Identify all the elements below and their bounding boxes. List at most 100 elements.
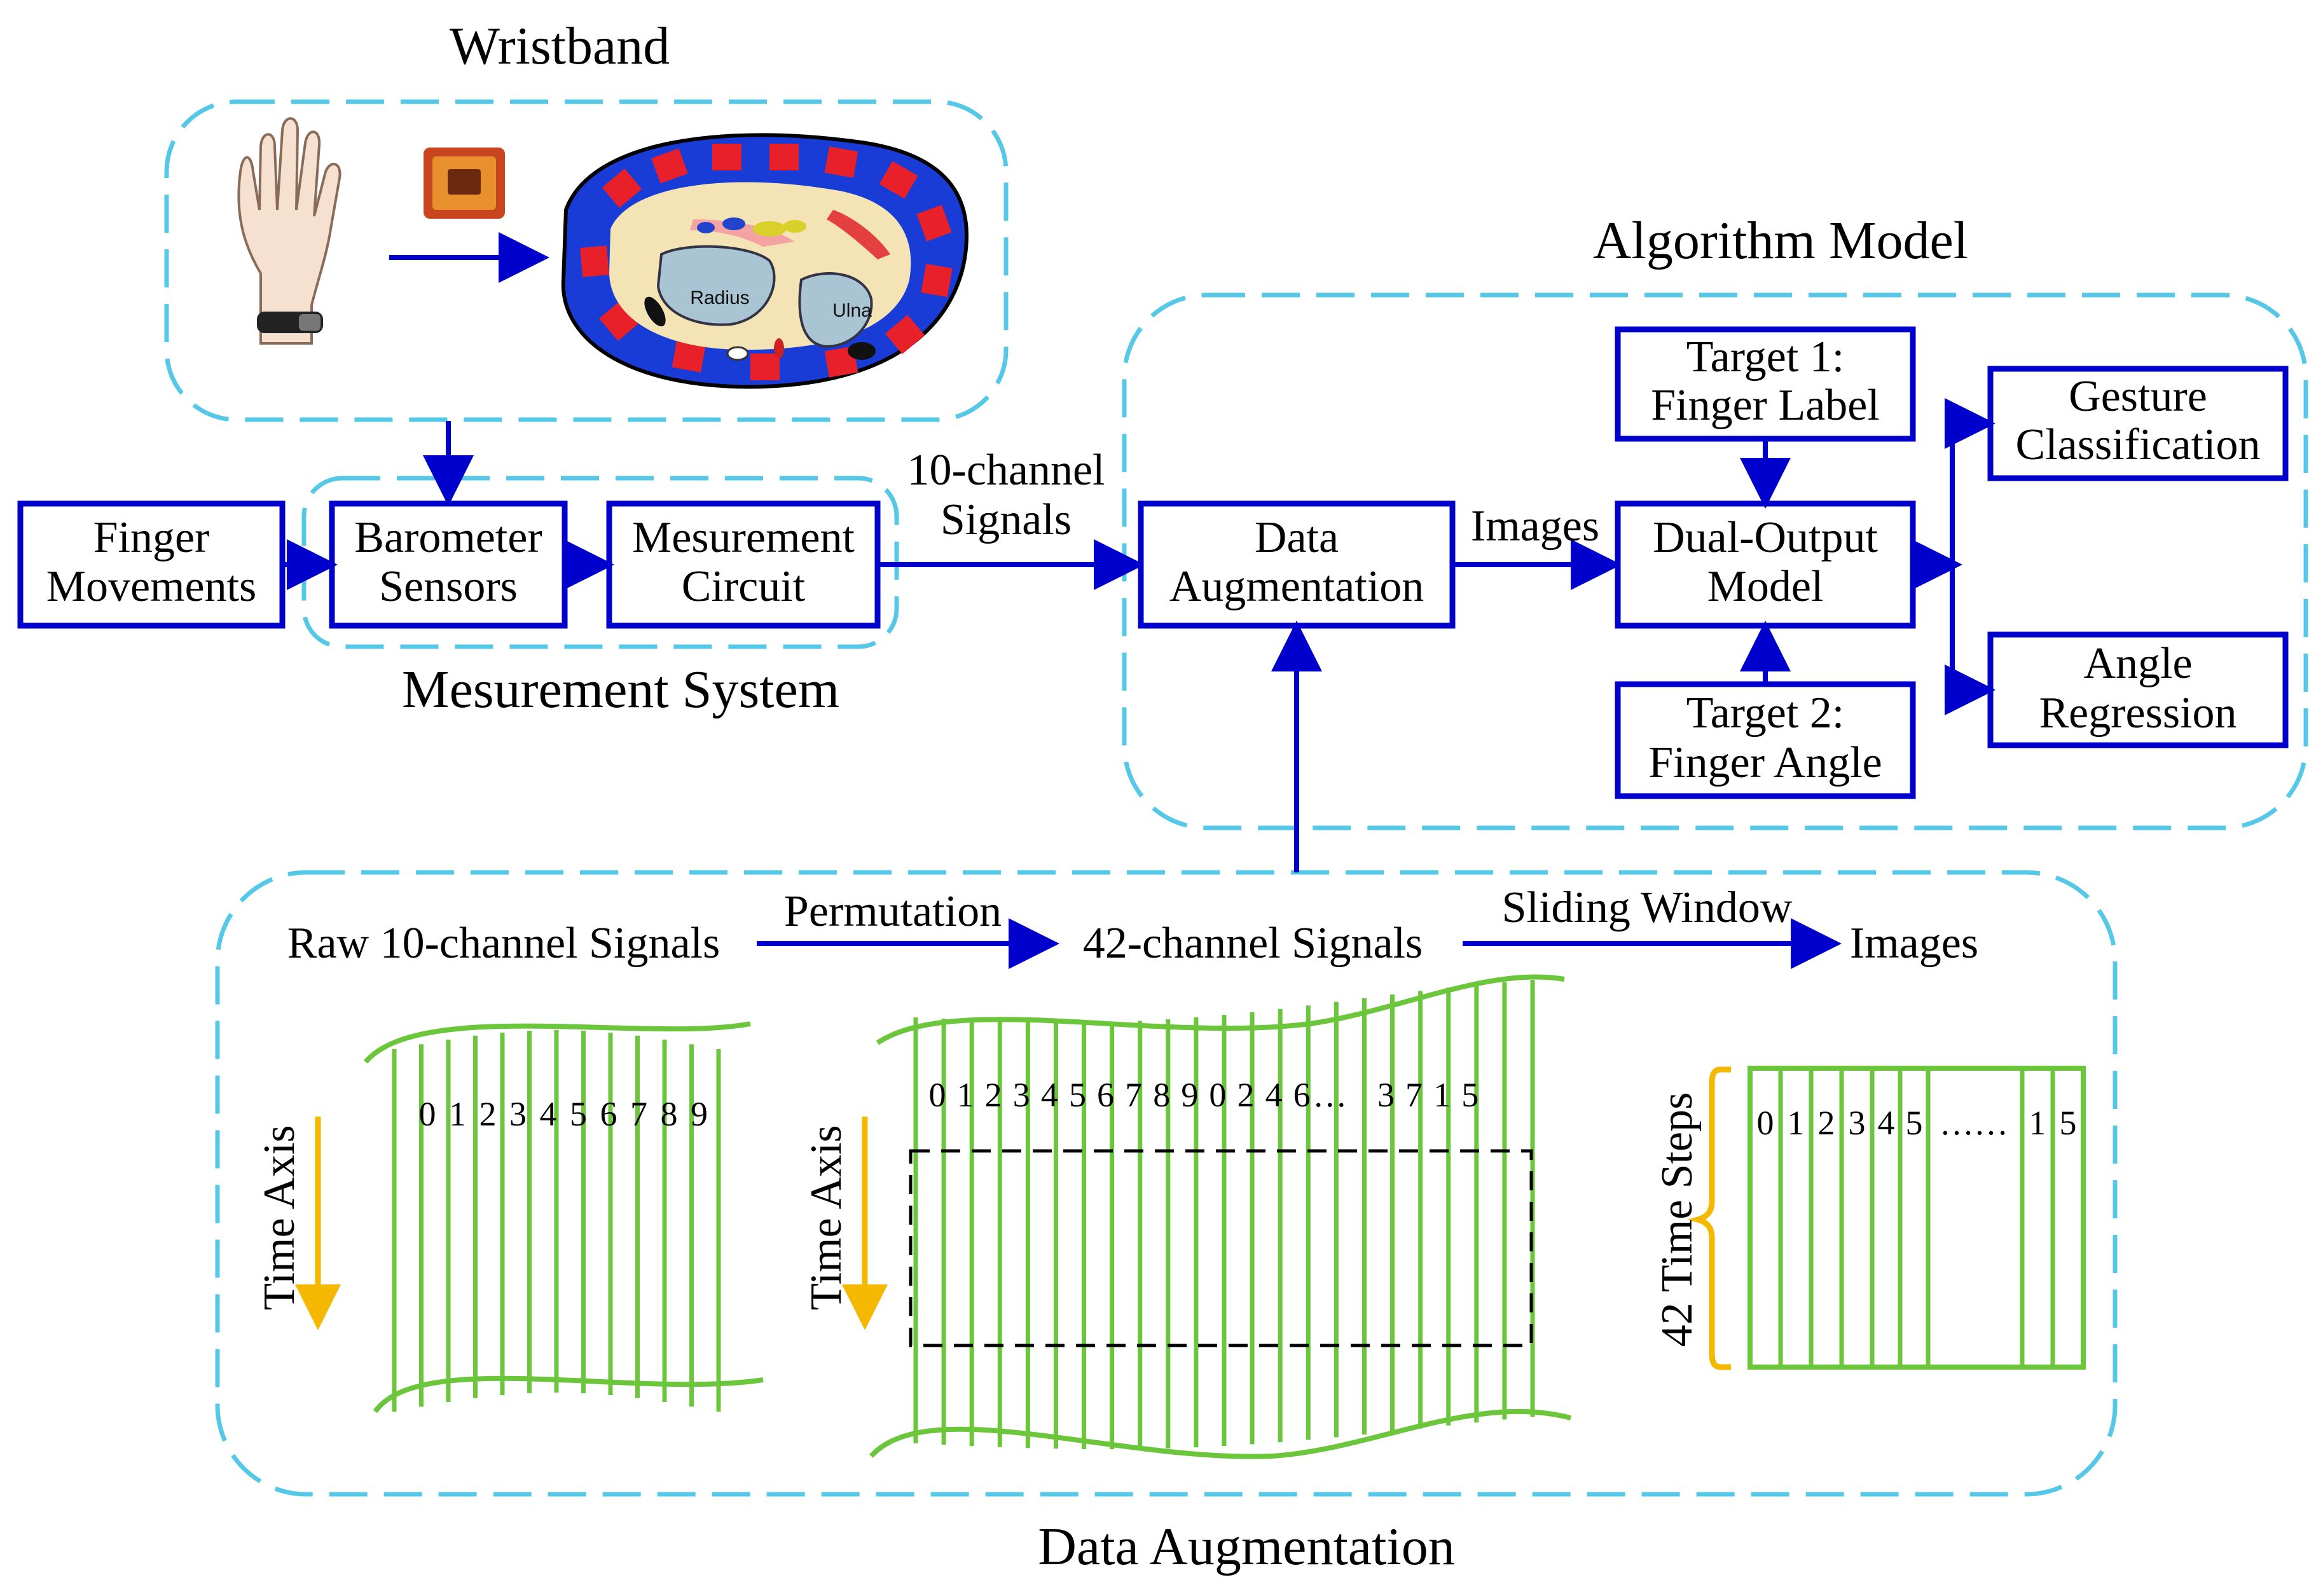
channel42-channel-digit: 4 bbox=[1265, 1076, 1283, 1114]
data-augmentation-line2: Augmentation bbox=[1169, 562, 1424, 611]
hand-illustration bbox=[237, 117, 341, 345]
data-augmentation-line1: Data bbox=[1255, 513, 1339, 562]
sliding-window-box bbox=[909, 1149, 1533, 1347]
radius-bone bbox=[656, 245, 776, 326]
time-steps-brace bbox=[1687, 1066, 1731, 1370]
channel42-channel-digit: 8 bbox=[1153, 1076, 1170, 1114]
measurement-circuit-node: Mesurement Circuit bbox=[606, 500, 881, 629]
barometer-sensors-node: Barometer Sensors bbox=[329, 500, 568, 629]
raw-channel-digit: 0 bbox=[419, 1095, 436, 1133]
wristband-group bbox=[164, 99, 1009, 422]
finger-movements-line2: Movements bbox=[46, 562, 257, 611]
measurement-circuit-line2: Circuit bbox=[682, 562, 806, 611]
raw-channel-digit: 4 bbox=[540, 1095, 557, 1133]
barometer-sensors-line2: Sensors bbox=[379, 562, 518, 611]
channel42-channel-digit: 3 bbox=[1377, 1076, 1395, 1114]
time-axis-42-label: Time Axis bbox=[802, 1125, 851, 1310]
model-output-split-arrows bbox=[1912, 398, 1996, 715]
channel42-channel-digit: 5 bbox=[1069, 1076, 1086, 1114]
data-augmentation-node: Data Augmentation bbox=[1138, 500, 1456, 629]
measurement-circuit-line1: Mesurement bbox=[632, 513, 855, 562]
image-channel-digit: 4 bbox=[1878, 1104, 1895, 1142]
data-augmentation-group bbox=[215, 870, 2118, 1497]
image-channel-digit: 1 bbox=[2029, 1104, 2046, 1142]
raw-channel-digit: 2 bbox=[479, 1095, 497, 1133]
raw-channel-digit: 8 bbox=[661, 1095, 678, 1133]
channel42-channel-digit: 1 bbox=[1433, 1076, 1451, 1114]
forearm-cross-section: Radius Ulna bbox=[561, 133, 969, 389]
finger-movements-node: Finger Movements bbox=[17, 500, 286, 629]
angle-regression-line1: Angle bbox=[2083, 639, 2192, 688]
raw-channel-digit: 7 bbox=[630, 1095, 647, 1133]
image-channel-digit: …… bbox=[1940, 1104, 2008, 1142]
channel42-signal-lines bbox=[913, 979, 1535, 1450]
raw-channel-digit: 6 bbox=[600, 1095, 617, 1133]
channel42-channel-digit: 2 bbox=[1237, 1076, 1255, 1114]
measurement-system-title: Mesurement System bbox=[402, 660, 839, 719]
gesture-classification-line2: Classification bbox=[2016, 420, 2261, 469]
image-channel-digit: 5 bbox=[1906, 1104, 1923, 1142]
dual-output-model-line2: Model bbox=[1707, 562, 1824, 611]
image-channel-digit: 3 bbox=[1849, 1104, 1866, 1142]
image-channel-digit: 2 bbox=[1818, 1104, 1835, 1142]
channel42-channel-digit: 1 bbox=[957, 1076, 974, 1114]
raw-signals-label: Raw 10-channel Signals bbox=[287, 919, 720, 968]
channel42-channel-digit: 6 bbox=[1097, 1076, 1114, 1114]
wristband-title: Wristband bbox=[450, 17, 670, 76]
target2-line2: Finger Angle bbox=[1648, 738, 1882, 787]
ten-channel-signals-label-line2: Signals bbox=[941, 495, 1072, 544]
wristband-sensor-module bbox=[299, 314, 321, 331]
image-channel-digit: 5 bbox=[2060, 1104, 2077, 1142]
algorithm-model-title: Algorithm Model bbox=[1593, 211, 1968, 270]
target1-line2: Finger Label bbox=[1651, 381, 1880, 430]
gesture-classification-node: Gesture Classification bbox=[1987, 366, 2289, 481]
radius-label: Radius bbox=[690, 287, 749, 308]
time-steps-label: 42 Time Steps bbox=[1653, 1092, 1702, 1347]
raw-channel-digit: 1 bbox=[449, 1095, 466, 1133]
channel42-channel-digit: 5 bbox=[1461, 1076, 1479, 1114]
barometer-sensors-line1: Barometer bbox=[354, 513, 542, 562]
target2-node: Target 2: Finger Angle bbox=[1615, 681, 1916, 799]
channel42-channel-digit: 7 bbox=[1125, 1076, 1142, 1114]
channel42-channel-digit: 3 bbox=[1013, 1076, 1030, 1114]
channel42-channel-digit: … bbox=[1313, 1076, 1347, 1114]
channel42-channel-digit: 0 bbox=[929, 1076, 946, 1114]
angle-regression-line2: Regression bbox=[2039, 689, 2237, 738]
channel42-channel-digit: 7 bbox=[1405, 1076, 1423, 1114]
channel42-channel-digit: 4 bbox=[1041, 1076, 1058, 1114]
image-channel-digit: 1 bbox=[1788, 1104, 1805, 1142]
gesture-classification-line1: Gesture bbox=[2069, 372, 2207, 421]
channel42-channel-digit: 9 bbox=[1181, 1076, 1198, 1114]
dual-output-model-line1: Dual-Output bbox=[1653, 513, 1878, 562]
ulna-bone bbox=[798, 272, 873, 348]
sliding-window-label: Sliding Window bbox=[1502, 883, 1793, 932]
raw-channel-digit: 9 bbox=[691, 1095, 708, 1133]
sensor-pads bbox=[580, 144, 953, 380]
channel42-channel-digit: 2 bbox=[985, 1076, 1002, 1114]
raw-signal-lines bbox=[392, 1030, 721, 1412]
circuit-board-icon bbox=[424, 148, 505, 219]
target2-line1: Target 2: bbox=[1686, 689, 1844, 738]
permutation-label: Permutation bbox=[784, 887, 1002, 936]
angle-regression-node: Angle Regression bbox=[1987, 631, 2289, 748]
channel42-signals-label: 42-channel Signals bbox=[1083, 919, 1423, 968]
finger-movements-line1: Finger bbox=[93, 513, 210, 562]
time-axis-raw: Time Axis bbox=[255, 1117, 341, 1330]
ten-channel-signals-label-line1: 10-channel bbox=[907, 446, 1105, 495]
time-axis-42: Time Axis bbox=[802, 1117, 888, 1330]
channel42-channel-digit: 6 bbox=[1293, 1076, 1311, 1114]
image-signal-lines bbox=[1778, 1071, 2055, 1365]
time-axis-raw-label: Time Axis bbox=[255, 1125, 304, 1310]
channel42-channel-digit: 0 bbox=[1209, 1076, 1226, 1114]
raw-channel-digit: 5 bbox=[570, 1095, 587, 1133]
target1-line1: Target 1: bbox=[1686, 333, 1844, 382]
images-edge-label: Images bbox=[1471, 502, 1599, 551]
augmentation-images-label: Images bbox=[1850, 919, 1978, 968]
